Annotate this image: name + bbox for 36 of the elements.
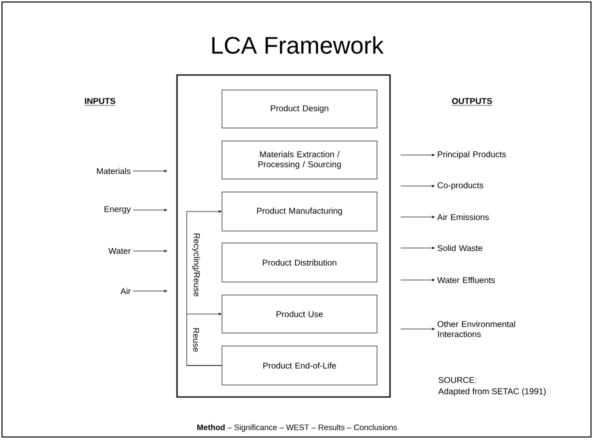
stage-box: Materials Extraction / Processing / Sourcing [222, 140, 378, 180]
arrow [400, 328, 435, 330]
output-label: Other Environmental Interactions [438, 320, 516, 338]
arrow [132, 290, 167, 292]
output-label: Water Effluents [437, 276, 495, 284]
input-label: Air [120, 288, 131, 294]
footer-text: Method – Significance – WEST – Results – Conclusions [197, 424, 397, 432]
arrow [132, 170, 167, 172]
column-heading: OUTPUTS [452, 98, 493, 106]
arrow [400, 246, 435, 250]
arrow [132, 250, 167, 252]
edge-label: Reuse [193, 328, 199, 352]
arrow [186, 312, 222, 366]
arrow [400, 216, 435, 218]
arrow [400, 154, 435, 156]
output-label: Solid Waste [438, 244, 482, 252]
source-note: Adapted from SETAC (1991) [438, 388, 546, 396]
column-heading: INPUTS [84, 98, 116, 106]
output-label: Air Emissions [437, 214, 489, 220]
stage-box: Product Distribution [222, 242, 378, 282]
stage-box: Product Use [222, 294, 378, 334]
stage-box: Product Manufacturing [222, 192, 378, 232]
framework-box [176, 74, 391, 398]
source-note: SOURCE: [438, 377, 476, 383]
input-label: Water [108, 248, 131, 254]
output-label: Co-products [438, 182, 484, 190]
slide-title: LCA Framework [212, 36, 384, 54]
input-label: Materials [97, 168, 130, 174]
stage-box: Product Design [222, 90, 378, 128]
input-label: Energy [104, 206, 131, 214]
arrow [400, 278, 435, 282]
edge-label: Recycling/Reuse [192, 234, 200, 296]
arrow [400, 184, 435, 188]
output-label: Principal Products [438, 151, 506, 159]
arrow [132, 208, 167, 212]
stage-box: Product End-of-Life [222, 346, 378, 386]
